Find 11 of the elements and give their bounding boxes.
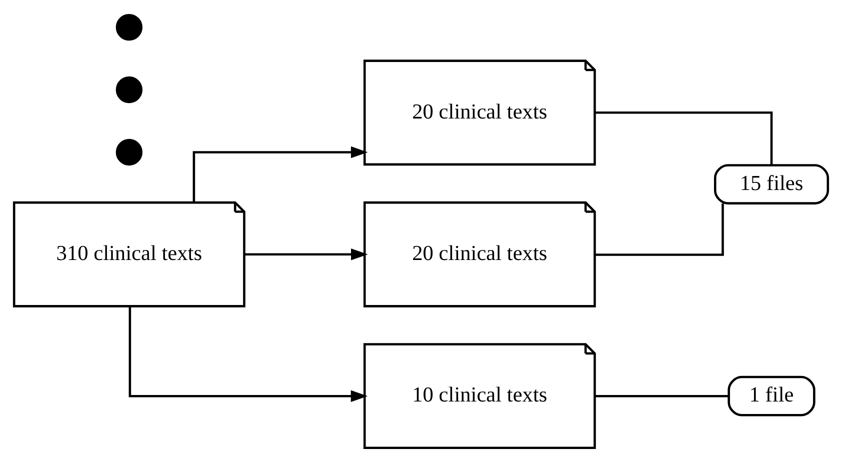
node-circle — [116, 138, 142, 166]
node-box: 1 file — [728, 376, 816, 416]
connector — [594, 204, 724, 256]
arrow — [128, 306, 368, 402]
connector — [595, 111, 773, 165]
node-circle — [116, 76, 142, 104]
connector — [595, 394, 728, 398]
node-box: 15 files — [714, 164, 830, 204]
arrow — [244, 248, 368, 260]
node-circle — [116, 14, 142, 41]
arrow — [192, 146, 368, 202]
